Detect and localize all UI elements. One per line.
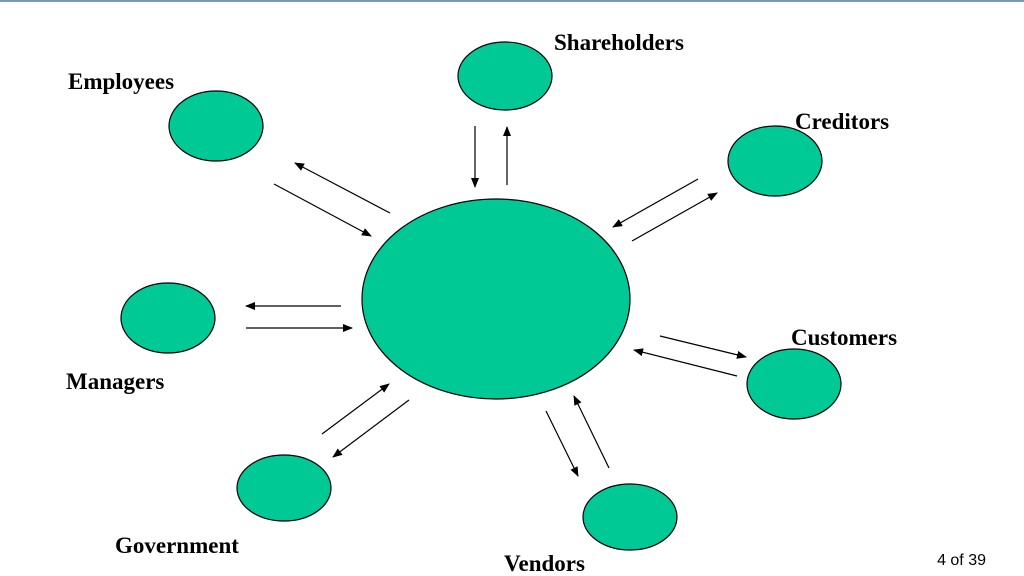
employees-label: Employees xyxy=(68,69,174,94)
shareholders-node xyxy=(457,41,553,111)
arrow-center-to-vendors xyxy=(545,410,579,477)
customers-node xyxy=(746,348,842,420)
creditors-label: Creditors xyxy=(795,109,889,134)
government-node xyxy=(236,454,332,522)
arrow-center-to-employees xyxy=(294,162,391,214)
top-rule xyxy=(0,0,1024,2)
arrow-center-to-customers xyxy=(659,335,747,359)
arrow-center-to-creditors xyxy=(631,192,718,242)
central-node xyxy=(361,198,631,400)
arrow-government-to-center xyxy=(321,383,390,435)
vendors-label: Vendors xyxy=(504,551,585,576)
creditors-node xyxy=(727,125,823,197)
arrow-vendors-to-center xyxy=(573,395,610,469)
arrow-creditors-to-center xyxy=(612,178,699,228)
page-number: 4 of 39 xyxy=(937,552,986,569)
managers-label: Managers xyxy=(66,369,164,394)
arrow-employees-to-center xyxy=(273,183,372,237)
customers-label: Customers xyxy=(791,325,897,350)
government-label: Government xyxy=(115,533,239,558)
vendors-node xyxy=(582,483,678,551)
shareholders-label: Shareholders xyxy=(554,30,684,55)
managers-node xyxy=(120,282,216,354)
employees-node xyxy=(168,90,264,162)
arrow-customers-to-center xyxy=(633,348,738,377)
arrow-center-to-government xyxy=(332,399,410,458)
